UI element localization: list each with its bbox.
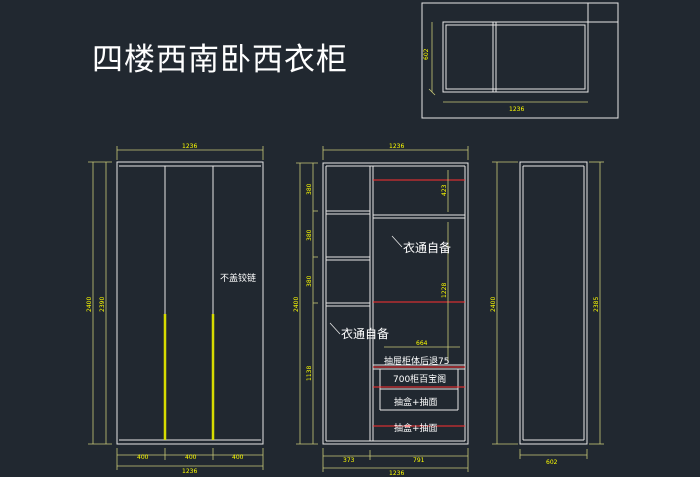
front-seg-mid: 400 [185, 454, 197, 461]
side-elevation [519, 161, 588, 445]
drawing-title: 四楼西南卧西衣柜 [92, 42, 348, 78]
note-drawer-setback: 抽屉柜体后退75 [384, 357, 450, 367]
note-drawer-box-1: 抽盒+抽面 [394, 398, 438, 408]
right-bottom-width: 664 [416, 340, 428, 347]
note-drawer-box-2: 抽盒+抽面 [394, 424, 438, 434]
right-top: 423 [441, 184, 448, 196]
inner-seg-left: 373 [343, 457, 355, 464]
front-width-top: 1236 [182, 143, 197, 150]
left-shelf-2: 380 [306, 229, 313, 241]
front-width-bottom: 1236 [182, 468, 197, 475]
door-handles [163, 314, 215, 440]
front-height-inner: 2390 [99, 297, 106, 312]
clothes-rails [373, 179, 465, 427]
left-shelf-1: 380 [306, 183, 313, 195]
left-shelf-3: 380 [306, 275, 313, 287]
front-seg-left: 400 [137, 454, 149, 461]
interior-elevation [322, 162, 469, 445]
right-mid: 1228 [441, 283, 448, 298]
inner-width-top: 1236 [389, 143, 404, 150]
front-seg-right: 400 [232, 454, 244, 461]
note-no-hinge: 不盖铰链 [220, 274, 257, 284]
plan-width-label: 1236 [509, 106, 524, 113]
note-cabinet-700: 700柜百宝阁 [393, 375, 447, 385]
note-clothes-rail-2: 衣通自备 [341, 327, 390, 341]
side-depth: 602 [546, 459, 558, 466]
side-height-inner: 2385 [593, 297, 600, 312]
plan-depth-label: 602 [423, 48, 430, 60]
left-lower: 1138 [306, 366, 313, 381]
inner-width-bottom: 1236 [389, 470, 404, 477]
plan-view [421, 2, 619, 119]
inner-seg-right: 791 [413, 457, 425, 464]
front-elevation [116, 161, 264, 445]
inner-height: 2400 [293, 297, 300, 312]
side-height-outer: 2400 [490, 297, 497, 312]
note-clothes-rail-1: 衣通自备 [403, 241, 452, 255]
front-height-outer: 2400 [86, 297, 93, 312]
